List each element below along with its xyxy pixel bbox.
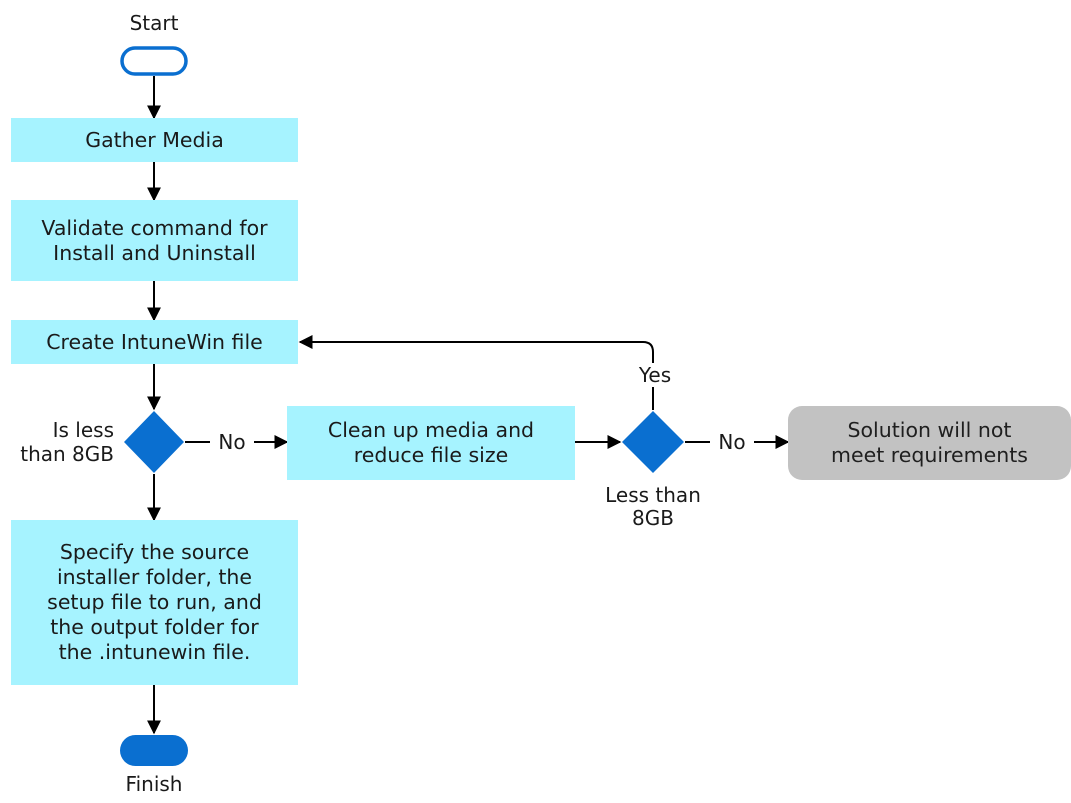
decision-diamond-2 [622, 411, 684, 473]
edge-label-no-1: No [210, 430, 254, 454]
finish-terminal [120, 735, 188, 766]
start-label: Start [129, 11, 179, 35]
edge-label-no-2: No [710, 430, 754, 454]
edge-label-yes: Yes [628, 363, 682, 387]
decision-2-label: Less than 8GB [605, 483, 701, 530]
clean-up-media-step: Clean up media and reduce file size [287, 406, 575, 480]
not-meet-requirements-result: Solution will not meet requirements [788, 406, 1071, 480]
finish-label: Finish [125, 772, 183, 796]
validate-command-step: Validate command for Install and Uninsta… [11, 200, 298, 281]
gather-media-step: Gather Media [11, 118, 298, 162]
create-intunewin-step: Create IntuneWin file [11, 320, 298, 364]
start-terminal [120, 46, 188, 76]
specify-folders-step: Specify the source installer folder, the… [11, 520, 298, 685]
decision-1-label: Is less than 8GB [20, 418, 114, 466]
decision-diamond-1 [124, 411, 184, 473]
arrow-decision2-yes-loop [298, 335, 654, 410]
